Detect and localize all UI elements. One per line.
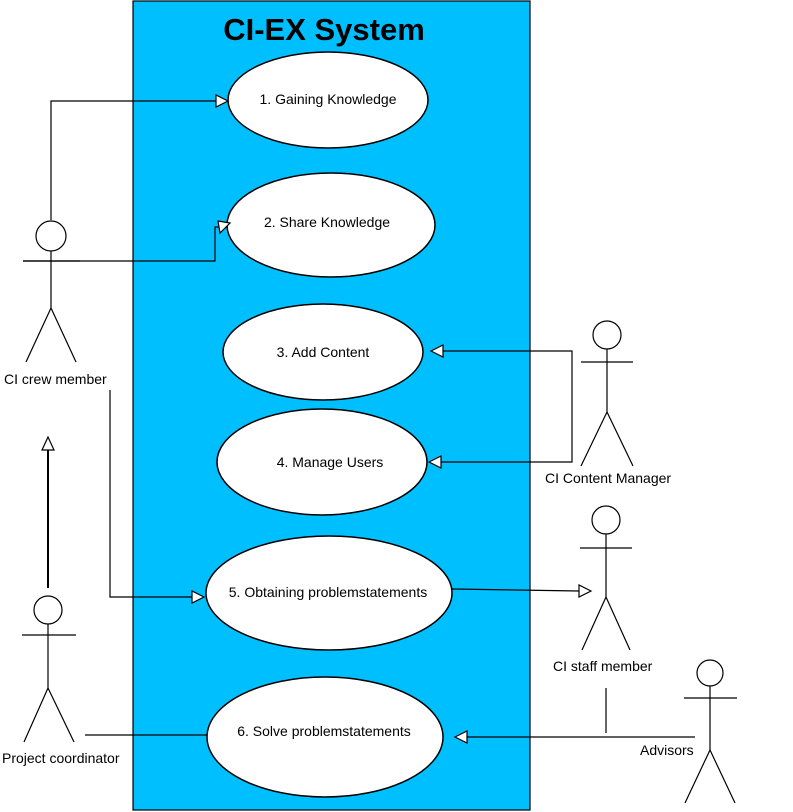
system-title: CI-EX System [223, 12, 425, 47]
use-case-manage-users[interactable]: 4. Manage Users [216, 408, 428, 516]
use-case-label: 6. Solve problemstatements [237, 723, 411, 739]
actor-advisors[interactable]: Advisors [640, 659, 737, 804]
actor-label: CI Content Manager [545, 470, 671, 486]
actor-figure-icon [580, 320, 634, 467]
connector-crew-to-share-knowledge [23, 220, 232, 262]
actor-project-coordinator[interactable]: Project coordinator [2, 595, 120, 766]
connector-advisors-to-solve [453, 730, 695, 744]
actor-label: Advisors [640, 742, 694, 758]
use-case-label: 4. Manage Users [277, 454, 384, 470]
use-case-label: 3. Add Content [277, 344, 370, 360]
actor-ci-crew-member[interactable]: CI crew member [4, 220, 107, 387]
use-case-label: 5. Obtaining problemstatements [229, 584, 427, 600]
actor-ci-staff-member[interactable]: CI staff member [553, 505, 653, 674]
use-case-label: 2. Share Knowledge [264, 214, 390, 230]
connector-crew-to-obtaining-problemstatements [109, 390, 206, 604]
use-case-share-knowledge[interactable]: 2. Share Knowledge [226, 172, 436, 278]
generalization-coordinator-to-crew [41, 435, 55, 588]
connector-content-manager-to-add-content [429, 344, 573, 456]
use-case-obtaining-problemstatements[interactable]: 5. Obtaining problemstatements [205, 535, 453, 651]
use-case-solve-problemstatements[interactable]: 6. Solve problemstatements [206, 676, 444, 798]
use-case-gaining-knowledge[interactable]: 1. Gaining Knowledge [227, 51, 429, 149]
use-case-label: 1. Gaining Knowledge [260, 91, 397, 107]
connector-content-manager-to-manage-users [427, 455, 573, 469]
connector-crew-to-gaining-knowledge [50, 94, 230, 220]
connector-obtaining-to-staff-member [451, 584, 593, 598]
use-case-add-content[interactable]: 3. Add Content [222, 303, 424, 401]
actor-label: Project coordinator [2, 750, 120, 766]
actor-ci-content-manager[interactable]: CI Content Manager [545, 320, 671, 486]
actor-figure-icon [580, 505, 632, 651]
actor-figure-icon [684, 659, 737, 804]
actor-figure-icon [22, 595, 76, 743]
actor-label: CI staff member [553, 658, 653, 674]
actor-label: CI crew member [4, 371, 107, 387]
actor-figure-icon [23, 220, 80, 363]
